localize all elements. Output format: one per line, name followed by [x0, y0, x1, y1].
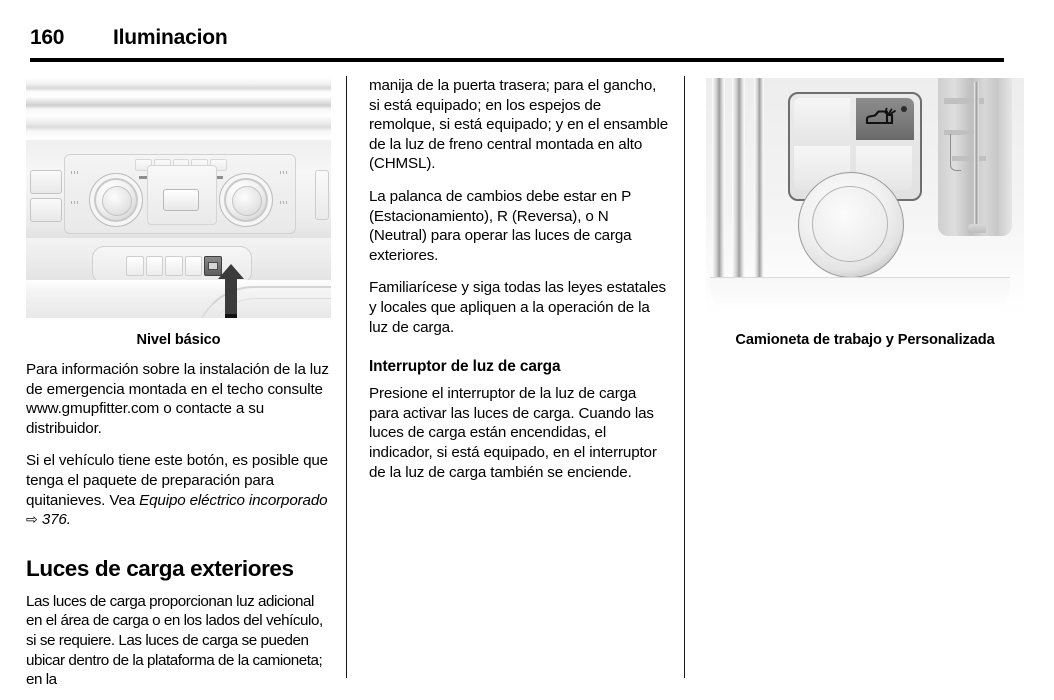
- hvac-control-panel: [26, 140, 331, 248]
- left-paragraph-1: Para información sobre la instalación de…: [26, 361, 329, 437]
- cross-reference-page: 376.: [41, 511, 71, 529]
- middle-paragraph-2: La palanca de cambios debe estar en P (E…: [369, 187, 632, 264]
- air-vent-right-icon: [315, 170, 329, 220]
- trim-vertical-rod: [974, 82, 979, 230]
- cargo-lamp-icon: [865, 107, 896, 125]
- left-paragraph-2: Si el vehículo tiene este botón, es posi…: [26, 451, 331, 529]
- hvac-grill-dots-right-top: [280, 171, 289, 174]
- figure-caption-right: Camioneta de trabajo y Personalizada: [735, 332, 995, 348]
- trim-detail-bar-3: [952, 156, 986, 161]
- middle-paragraph-1: manija de la puerta trasera; para el gan…: [369, 77, 669, 173]
- hvac-grill-dots-left-bottom: [71, 201, 80, 204]
- column-divider-left: [346, 76, 347, 678]
- cupholder-arc-inner: [206, 298, 331, 318]
- page-number: 160: [30, 26, 65, 49]
- trim-rod-foot: [968, 224, 986, 233]
- cross-reference-arrow-icon: ⇨: [26, 511, 38, 528]
- highlighted-switch: [204, 256, 222, 276]
- trim-hook-detail: [950, 134, 961, 171]
- figure-caption-left: Nivel básico: [136, 332, 221, 348]
- left-paragraph-2-text: Si el vehículo tiene este botón, es posi…: [26, 452, 328, 509]
- trim-detail-bar-1: [944, 98, 984, 104]
- switch-top-left: [794, 98, 850, 140]
- cross-reference-title: Equipo eléctrico incorporado: [139, 491, 328, 509]
- hvac-knob-left: [89, 173, 143, 227]
- up-arrow-icon: [218, 264, 244, 318]
- air-vent-upper-icon: [30, 170, 62, 194]
- section-title: Iluminacion: [113, 26, 228, 49]
- subheading-interruptor: Interruptor de luz de carga: [369, 358, 561, 376]
- dashboard-console-figure: [26, 78, 331, 318]
- accessory-switch-bank: [126, 256, 222, 276]
- door-lower-edge: [710, 277, 1010, 314]
- door-trim-groove-2: [732, 78, 745, 293]
- hvac-grill-dots-left-top: [71, 171, 80, 174]
- hvac-grill-dots-right-bottom: [280, 201, 289, 204]
- middle-text-column: manija de la puerta trasera; para el gan…: [369, 76, 669, 482]
- left-text-column: Para información sobre la instalación de…: [26, 360, 331, 690]
- door-switch-panel-figure: [706, 78, 1024, 318]
- hvac-faceplate: [64, 154, 296, 234]
- header-rule: [30, 58, 1004, 62]
- headlight-control-knob: [798, 172, 904, 278]
- hvac-mode-icon: [163, 189, 199, 211]
- door-trim-groove-3: [754, 78, 764, 293]
- hvac-knob-right: [219, 173, 273, 227]
- left-paragraph-3: Las luces de carga proporcionan luz adic…: [26, 592, 323, 689]
- page-header: 160 Iluminacion: [0, 0, 1054, 62]
- middle-paragraph-4: Presione el interruptor de la luz de car…: [369, 385, 657, 481]
- air-vent-lower-icon: [30, 198, 62, 222]
- middle-paragraph-3: Familiarícese y siga todas las leyes est…: [369, 279, 666, 336]
- switch-indicator-dot: [901, 106, 907, 112]
- column-divider-right: [684, 76, 685, 678]
- cargo-lamp-switch: [856, 98, 914, 140]
- trim-detail-bar-2: [944, 130, 976, 135]
- section-heading-luces-carga: Luces de carga exteriores: [26, 555, 294, 581]
- door-trim-groove-1: [712, 78, 725, 293]
